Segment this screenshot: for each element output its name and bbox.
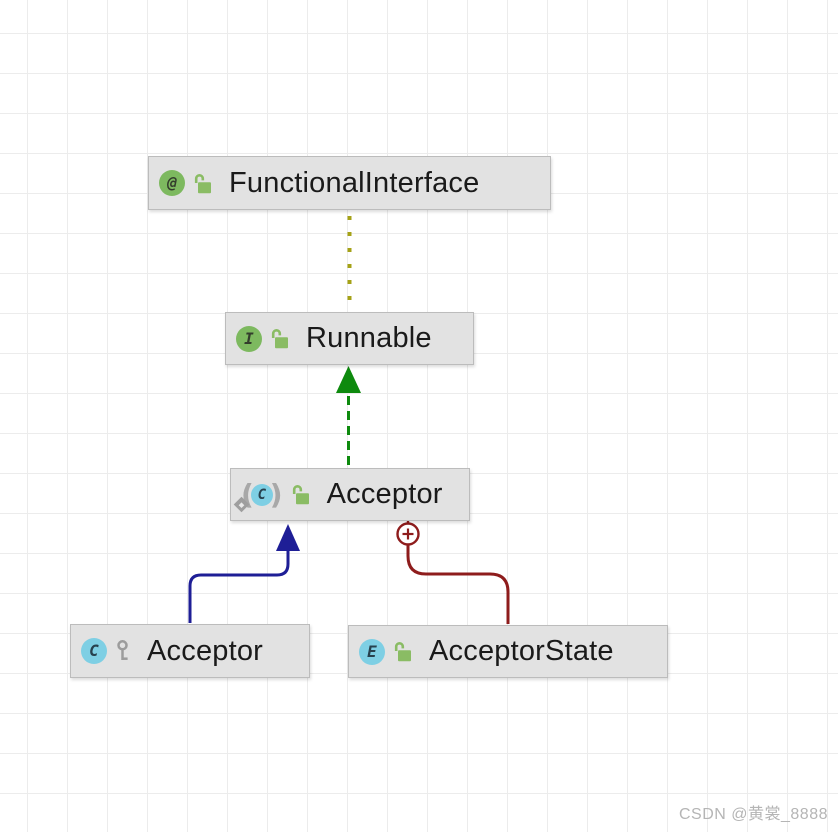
arrowhead-implements — [336, 366, 361, 393]
node-runnable[interactable]: I Runnable — [225, 312, 474, 365]
annotation-icon: @ — [159, 170, 185, 196]
interface-icon: I — [236, 325, 262, 352]
edge-implements[interactable] — [336, 366, 361, 466]
node-label: FunctionalInterface — [229, 166, 480, 199]
unlocked-padlock-icon — [393, 641, 412, 662]
node-acceptor-state-enum[interactable]: E AcceptorState — [348, 625, 668, 678]
unlocked-padlock-icon — [270, 328, 289, 349]
class-icon: C — [250, 483, 273, 506]
edge-inner-class[interactable] — [396, 521, 510, 624]
anonymous-class-icon: ( C ) — [233, 477, 283, 512]
node-label: Runnable — [306, 322, 432, 354]
node-label: Acceptor — [326, 478, 443, 510]
key-icon — [115, 639, 130, 663]
node-functional-interface[interactable]: @ FunctionalInterface — [148, 156, 551, 210]
node-acceptor-class[interactable]: C Acceptor — [70, 624, 310, 678]
unlocked-padlock-icon — [291, 484, 310, 505]
edge-extends[interactable] — [188, 524, 300, 623]
unlocked-padlock-icon — [193, 173, 212, 194]
node-acceptor-anonymous-class[interactable]: ( C ) Acceptor — [230, 468, 470, 521]
enum-icon: E — [359, 638, 385, 665]
class-icon: C — [81, 638, 107, 664]
node-label: Acceptor — [147, 634, 264, 667]
csdn-watermark: CSDN @黄裳_8888 — [678, 806, 828, 823]
arrowhead-extends — [276, 524, 300, 551]
node-label: AcceptorState — [429, 635, 614, 667]
paren-right: ) — [269, 477, 283, 511]
